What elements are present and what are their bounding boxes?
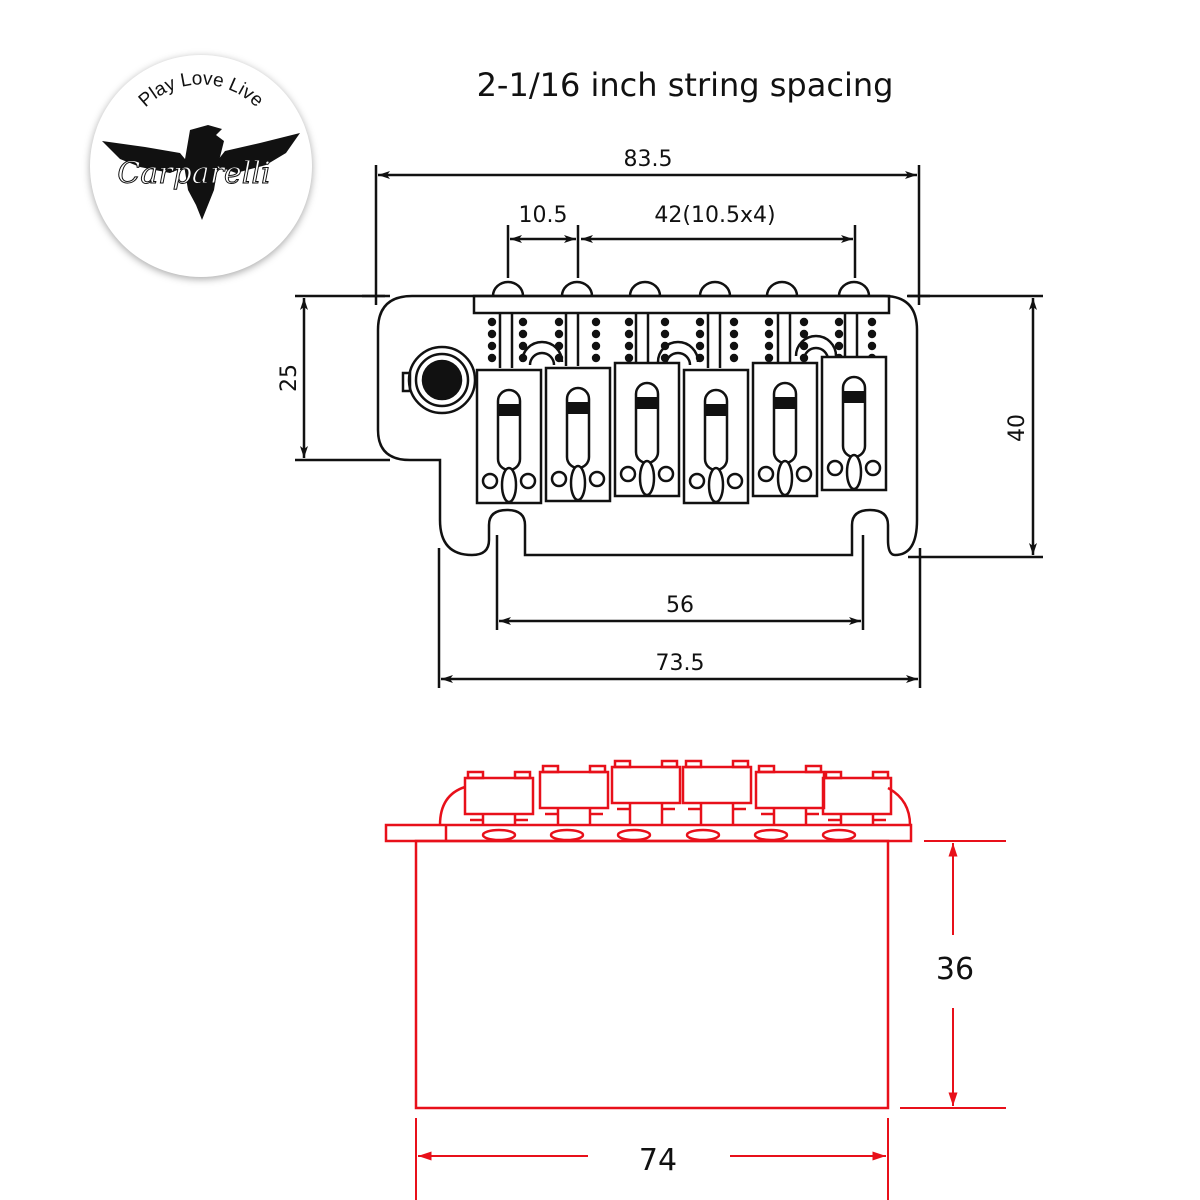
spring-dot	[624, 329, 634, 339]
saddles	[475, 355, 888, 505]
dim-block-width: 74	[639, 1143, 677, 1178]
logo-brand: Carparelli	[117, 156, 270, 191]
spring-dot	[867, 329, 877, 339]
saddle	[751, 361, 819, 498]
spring-dot	[695, 341, 705, 351]
spring-dot	[660, 341, 670, 351]
spring-dot	[591, 341, 601, 351]
spring-dot	[764, 353, 774, 363]
spring-dot	[487, 317, 497, 327]
spring-dot	[518, 329, 528, 339]
dim-base-width: 73.5	[656, 651, 705, 676]
spring-dot	[660, 329, 670, 339]
spring-dot	[554, 341, 564, 351]
side-saddle	[681, 759, 753, 825]
spring-dot	[834, 317, 844, 327]
spring-dots	[487, 317, 877, 363]
page-title: 2-1/16 inch string spacing	[476, 66, 894, 104]
dim-overall-width: 83.5	[624, 147, 673, 172]
spring-dot	[487, 341, 497, 351]
spring-dot	[799, 353, 809, 363]
string-hole-side	[821, 828, 857, 842]
dim-string-spacing: 10.5	[519, 203, 568, 228]
spring-dot	[764, 329, 774, 339]
spring-dot	[624, 317, 634, 327]
side-saddle	[538, 764, 610, 825]
spring-dot	[554, 329, 564, 339]
spring-dot	[695, 329, 705, 339]
dim-right-height: 40	[1005, 414, 1030, 442]
spring-dot	[591, 329, 601, 339]
spring-dot	[591, 353, 601, 363]
spring-dot	[487, 329, 497, 339]
spring-dot	[799, 317, 809, 327]
string-hole-side	[549, 828, 585, 842]
mounting-screw-icon	[401, 345, 477, 415]
string-holes	[491, 280, 871, 297]
spring-dot	[764, 317, 774, 327]
spring-dot	[729, 317, 739, 327]
spring-dot	[834, 341, 844, 351]
spring-dot	[695, 353, 705, 363]
saddle	[820, 355, 888, 492]
saddle	[475, 368, 543, 505]
string-plate	[472, 294, 891, 315]
spring-dot	[867, 341, 877, 351]
spring-dot	[554, 317, 564, 327]
side-saddle	[610, 759, 682, 825]
spring-dot	[834, 329, 844, 339]
eagle-icon	[102, 125, 300, 220]
spring-dot	[867, 317, 877, 327]
spring-dot	[554, 353, 564, 363]
saddle	[613, 361, 681, 498]
baseplate-outline	[376, 294, 919, 557]
spring-dot	[518, 353, 528, 363]
spring-dot	[624, 341, 634, 351]
dim-stud-spacing: 56	[666, 593, 694, 618]
dim-block-height: 36	[936, 952, 974, 987]
logo-sub: GUITARS	[219, 189, 260, 197]
spring-dot	[729, 341, 739, 351]
spring-dot	[695, 317, 705, 327]
side-saddle	[821, 770, 893, 825]
spring-dot	[764, 341, 774, 351]
string-hole-side	[481, 828, 517, 842]
saddle	[544, 366, 612, 503]
spring-dot	[591, 317, 601, 327]
tremolo-block	[414, 839, 890, 1110]
spring-dot	[624, 353, 634, 363]
brand-logo-badge: Play Love Live Carparelli GUITARS	[90, 55, 312, 277]
side-saddle	[754, 764, 826, 825]
spring-dot	[799, 329, 809, 339]
spring-dot	[729, 329, 739, 339]
logo-graphic: Play Love Live Carparelli GUITARS	[102, 68, 300, 220]
spring-dot	[729, 353, 739, 363]
spring-dot	[660, 353, 670, 363]
side-view	[384, 759, 913, 1110]
spring-dot	[660, 317, 670, 327]
string-hole-side	[616, 828, 652, 842]
saddle	[682, 368, 750, 505]
spring-dot	[518, 341, 528, 351]
spring-dot	[799, 341, 809, 351]
dim-left-height: 25	[277, 364, 302, 392]
spring-dot	[518, 317, 528, 327]
string-hole-side	[685, 828, 721, 842]
side-saddle	[463, 770, 535, 825]
saddle-guides	[498, 313, 859, 368]
dim-total-spacing: 42(10.5x4)	[654, 203, 775, 228]
string-hole-side	[753, 828, 789, 842]
spring-dot	[487, 353, 497, 363]
